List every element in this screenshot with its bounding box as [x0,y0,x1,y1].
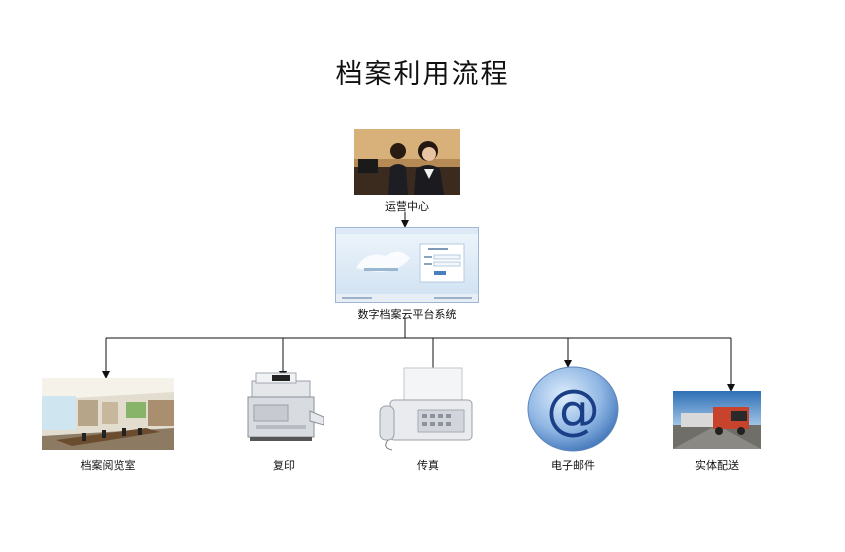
fax-label: 传真 [417,459,439,472]
conference-room-photo [42,378,174,450]
delivery-label: 实体配送 [695,459,739,472]
call-center-agents-photo [354,129,460,195]
ops-center-label: 运营中心 [385,200,429,213]
login-screen-screenshot [335,227,479,303]
fax-machine-photo [378,366,478,452]
photocopier-photo [244,367,324,447]
at-sign-icon: @ [526,366,620,452]
cloud-platform-label: 数字档案云平台系统 [357,308,457,321]
diagram-title: 档案利用流程 [335,59,510,90]
reading-room-label: 档案阅览室 [80,459,136,472]
email-label: 电子邮件 [551,459,595,472]
svg-text:@: @ [546,378,600,441]
copy-label: 复印 [273,459,295,472]
delivery-truck-photo [673,391,761,449]
